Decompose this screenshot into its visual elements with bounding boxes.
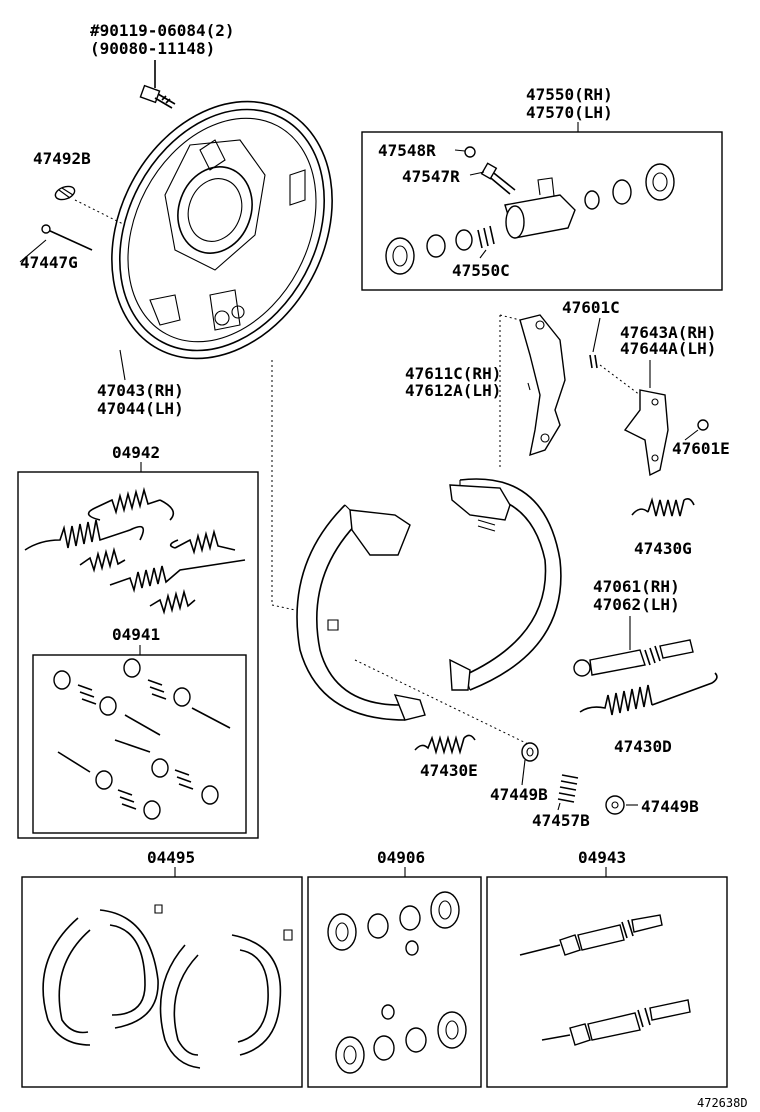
washer-47449b-1: [521, 742, 539, 786]
label-47548r: 47548R: [378, 141, 436, 160]
brake-shoe-right: [449, 478, 562, 691]
label-47457b: 47457B: [532, 811, 590, 830]
label-47570-lh: 47570(LH): [526, 103, 613, 122]
bolt-90119: [139, 60, 176, 109]
label-47043-rh: 47043(RH): [97, 381, 184, 400]
label-90080-11148: (90080-11148): [90, 39, 216, 58]
label-47430e: 47430E: [420, 761, 478, 780]
label-47447g: 47447G: [20, 253, 78, 272]
label-kit-04906: 04906: [377, 848, 426, 867]
label-47430d: 47430D: [614, 737, 672, 756]
label-47643a-rh: 47643A(RH): [620, 323, 717, 342]
label-47612a-lh: 47612A(LH): [405, 381, 502, 400]
spring-47430d: [579, 672, 718, 716]
clip-47601e: [684, 419, 709, 441]
adjusting-lever-47611c: [499, 314, 566, 470]
label-47044-lh: 47044(LH): [97, 399, 184, 418]
label-90119-06084: #90119-06084(2): [90, 21, 235, 40]
label-47644a-lh: 47644A(LH): [620, 339, 717, 358]
label-47547r: 47547R: [402, 167, 460, 186]
spring-47457b: [557, 774, 579, 811]
kit-04495-shoes: [42, 904, 293, 1069]
label-47601c: 47601C: [562, 298, 620, 317]
parking-lever-47643a: [599, 360, 669, 477]
label-47062-lh: 47062(LH): [593, 595, 680, 614]
brake-shoe-left: [296, 504, 426, 721]
label-kit-04942: 04942: [112, 443, 161, 462]
washer-47449b-2: [605, 795, 638, 815]
pin-47447g: [19, 224, 93, 263]
kit-04942-springs: [24, 486, 246, 615]
label-47550c: 47550C: [452, 261, 510, 280]
adjuster-47061: [573, 616, 694, 677]
diagram-reference-number: 472638D: [697, 1096, 748, 1110]
kit-04941-parts: [53, 658, 231, 820]
label-kit-04943: 04943: [578, 848, 627, 867]
spring-47601c: [589, 317, 601, 369]
label-47492b: 47492B: [33, 149, 91, 168]
backing-plate: [111, 100, 333, 360]
label-47449b-1: 47449B: [490, 785, 548, 804]
plug-47492b: [54, 185, 126, 226]
label-47601e: 47601E: [672, 439, 730, 458]
spring-47430e: [414, 734, 476, 755]
spring-47430g: [631, 497, 695, 517]
kit-04906-seals: [327, 891, 467, 1074]
wheel-cylinder-parts: [385, 146, 675, 275]
label-kit-04495: 04495: [147, 848, 196, 867]
label-47061-rh: 47061(RH): [593, 577, 680, 596]
label-47449b-2: 47449B: [641, 797, 699, 816]
label-47550-rh: 47550(RH): [526, 85, 613, 104]
kit-04943-adjusters: [519, 914, 691, 1046]
label-kit-04941: 04941: [112, 625, 161, 644]
label-47611c-rh: 47611C(RH): [405, 364, 502, 383]
label-47430g: 47430G: [634, 539, 692, 558]
